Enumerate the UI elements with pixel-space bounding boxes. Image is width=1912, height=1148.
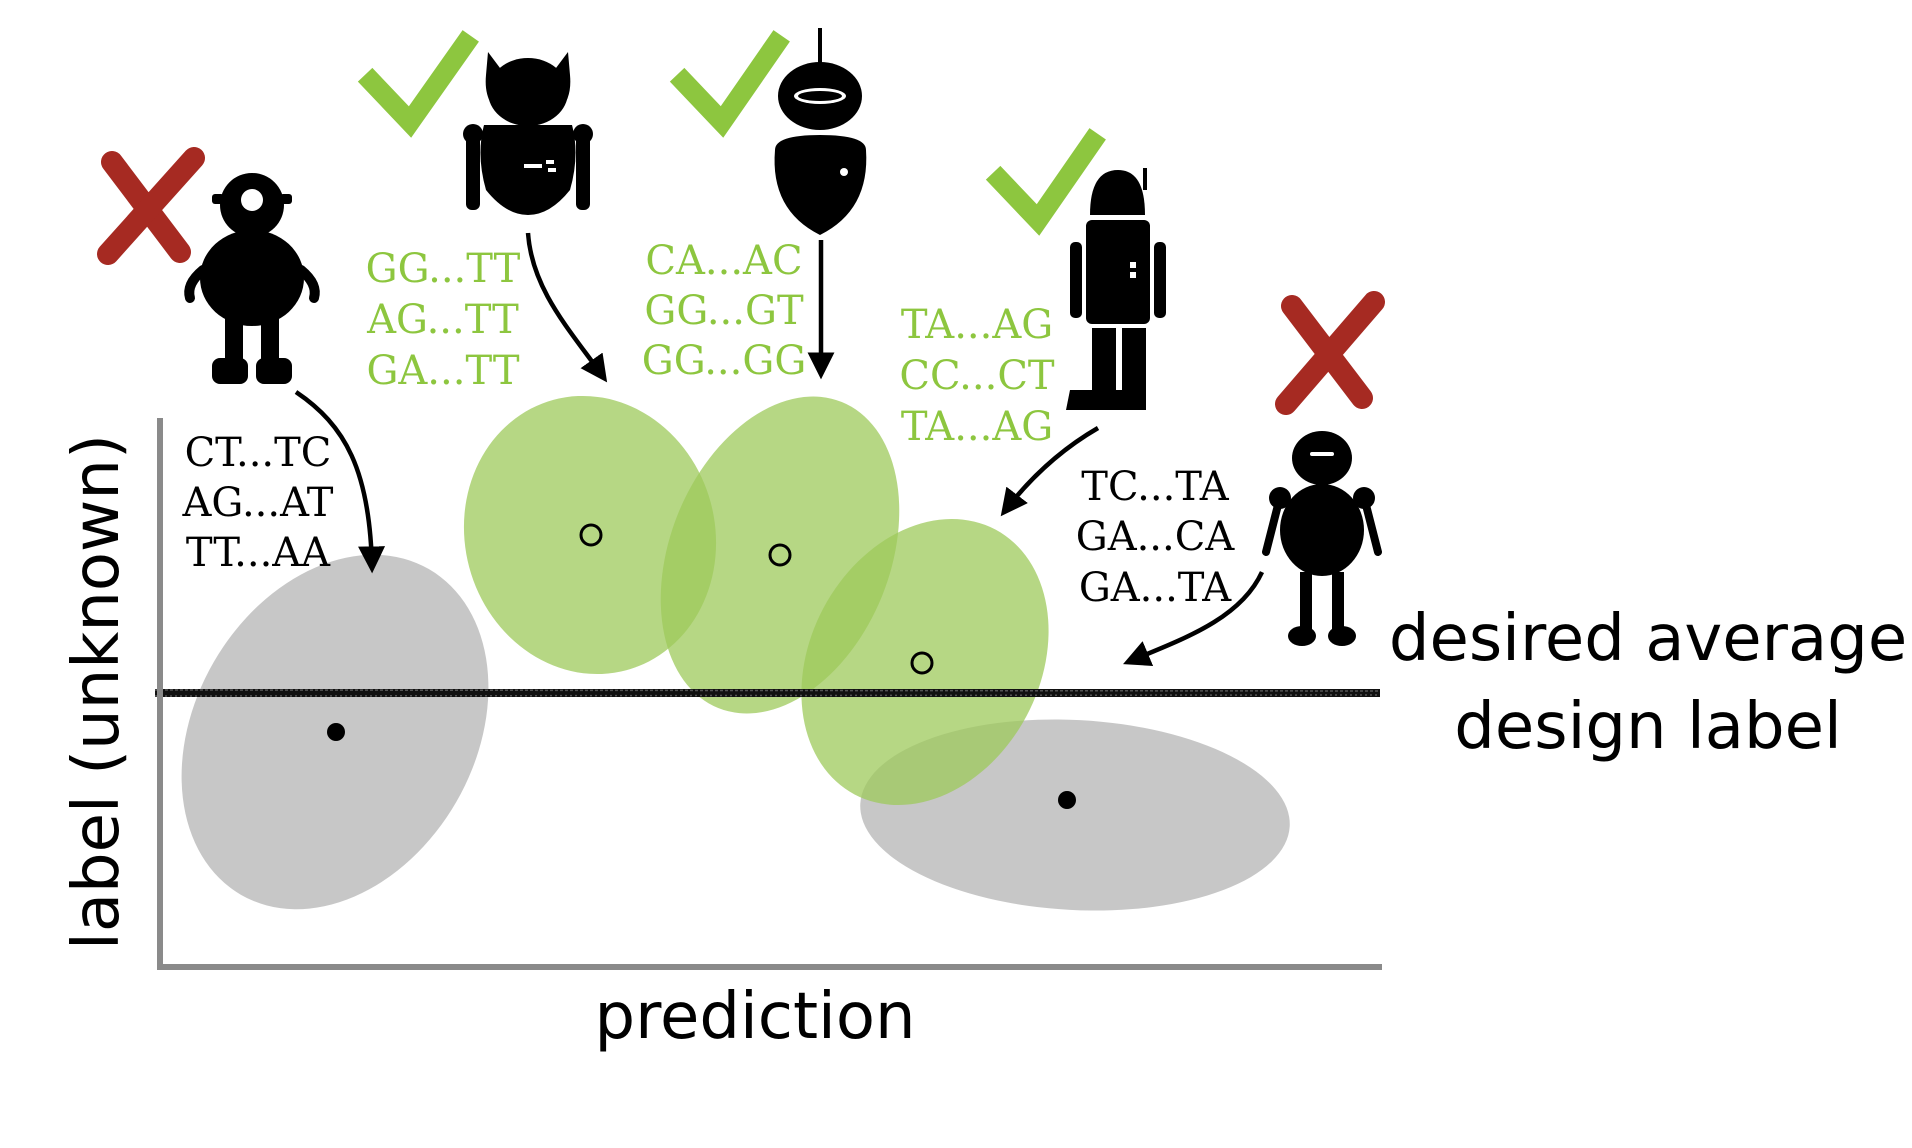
arrow-robot-1: [294, 390, 386, 574]
center-dot-robot-5: [1058, 791, 1076, 809]
x-axis-label: prediction: [594, 980, 915, 1054]
sequences-robot-5: TC...TA GA...CA GA...TA: [1076, 464, 1236, 611]
arrows: [294, 232, 1265, 667]
robot-4-icon: [1066, 168, 1166, 410]
check-mark-icon: [357, 30, 479, 138]
sequence-label: TA...AG: [901, 404, 1053, 450]
sequence-label: TC...TA: [1081, 464, 1229, 510]
center-ring-robot-4: [910, 651, 934, 675]
center-ring-robot-2: [579, 523, 603, 547]
sequence-label: CT...TC: [185, 430, 332, 476]
axes: [157, 418, 1382, 970]
sequence-label: GA...TA: [1079, 565, 1232, 611]
blob-robot-4: [801, 518, 1049, 806]
distribution-blobs: [181, 395, 1290, 911]
sequence-label: GA...CA: [1076, 514, 1236, 560]
arrow-robot-4: [1000, 426, 1100, 517]
sequence-label: AG...TT: [366, 297, 519, 343]
y-axis-label: label (unknown): [60, 434, 134, 950]
check-mark-icon: [985, 128, 1106, 236]
robot-1-icon: [184, 173, 320, 384]
x-mark-icon: [1275, 291, 1385, 415]
sequences-robot-4: TA...AG CC...CT TA...AG: [899, 302, 1055, 450]
sequences-robot-1: CT...TC AG...AT TT...AA: [182, 430, 334, 576]
check-mark-icon: [669, 30, 790, 138]
threshold-label-line2: design label: [1454, 690, 1841, 764]
sequence-label: AG...AT: [182, 480, 334, 526]
sequence-label: CC...CT: [899, 353, 1055, 399]
robot-5-icon: [1262, 431, 1382, 646]
arrow-robot-2: [525, 232, 608, 383]
center-ring-robot-3: [768, 543, 792, 567]
sequences-robot-2: GG...TT AG...TT GA...TT: [366, 246, 521, 394]
sequence-label: TT...AA: [186, 530, 331, 576]
threshold-label-line1: desired average: [1389, 602, 1907, 676]
sequences-robot-3: CA...AC GG...GT GG...GG: [642, 238, 807, 384]
robot-3-icon: [774, 28, 867, 235]
sequence-label: TA...AG: [901, 302, 1053, 348]
blob-centers: [327, 523, 1076, 809]
sequence-label: CA...AC: [645, 238, 802, 284]
sequence-label: GG...GG: [642, 338, 807, 384]
arrow-robot-5: [1123, 571, 1265, 667]
center-dot-robot-1: [327, 723, 345, 741]
x-mark-icon: [97, 147, 205, 265]
robot-2-icon: [463, 52, 593, 215]
threshold-line: [154, 689, 1381, 697]
blob-robot-2: [463, 395, 717, 675]
sequence-label: GG...TT: [366, 246, 521, 292]
sequence-label: GA...TT: [366, 348, 519, 394]
sequence-label: GG...GT: [644, 288, 804, 334]
